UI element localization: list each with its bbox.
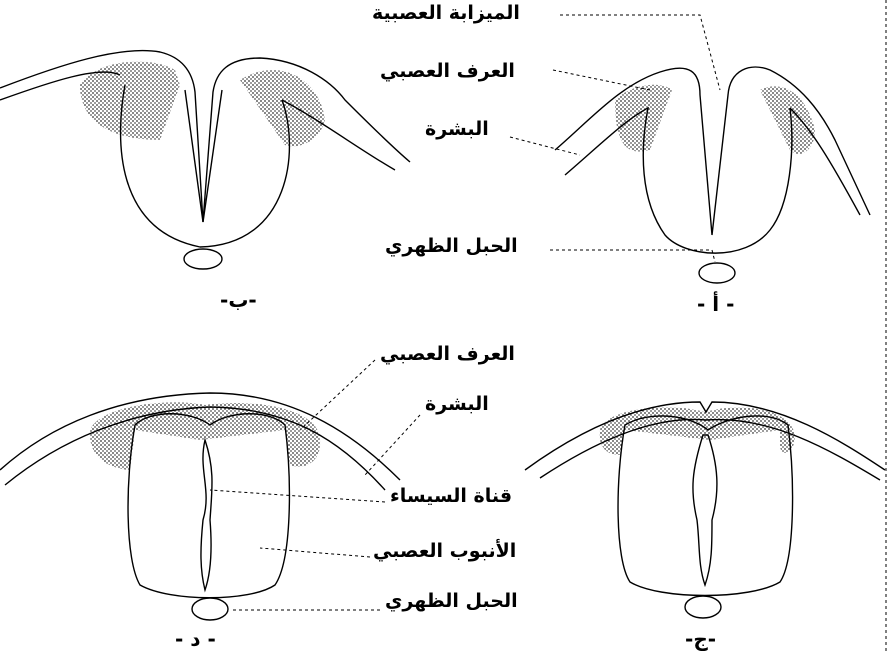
panel-c: [524, 401, 886, 619]
caption-panel-d: - د -: [175, 627, 216, 651]
label-neural-crest: العرف العصبي: [380, 60, 515, 82]
label-epidermis: البشرة: [425, 393, 489, 415]
label-neural-groove: الميزابة العصبية: [372, 2, 520, 24]
central-canal: [200, 437, 213, 593]
notochord: [191, 597, 229, 621]
epidermis-inner: [0, 71, 121, 101]
leader-lines: [209, 14, 721, 611]
label-notochord: الحبل الظهري: [385, 235, 518, 257]
caption-panel-a: - أ -: [697, 292, 735, 316]
label-central-canal: قناة السيساء: [390, 485, 513, 507]
panel-b: [0, 49, 411, 270]
epidermis-outer: [524, 401, 886, 471]
neural-crest-patch: [760, 86, 815, 154]
neural-crest-patch: [80, 61, 180, 140]
epidermis-outer: [0, 49, 411, 223]
epidermis-inner: [539, 418, 881, 481]
notochord: [698, 262, 736, 284]
epidermis-outer: [554, 66, 871, 236]
label-notochord: الحبل الظهري: [385, 590, 518, 612]
panel-a: [554, 66, 871, 284]
neural-tube-outline: [127, 413, 291, 599]
neural-tube-outline: [617, 415, 794, 597]
epidermis-inner: [4, 406, 386, 491]
neural-crest-patch: [89, 402, 321, 470]
neural-crest-patch: [240, 69, 325, 147]
panel-d: [0, 392, 401, 621]
notochord: [183, 248, 223, 270]
neural-canal-closing: [692, 434, 718, 588]
epidermis-outer: [0, 392, 401, 481]
label-epidermis: البشرة: [425, 118, 489, 140]
neural-plate-outline: [119, 84, 291, 248]
label-neural-tube: الأنبوب العصبي: [373, 540, 517, 562]
label-neural-crest: العرف العصبي: [380, 343, 515, 365]
epidermis-inner: [281, 99, 396, 171]
neural-crest-patch: [615, 84, 672, 152]
neural-crest-patch: [599, 407, 795, 455]
caption-panel-b: -ب-: [220, 288, 257, 312]
caption-panel-c: -ج-: [685, 627, 717, 651]
notochord: [684, 595, 722, 619]
neural-plate-outline: [564, 106, 793, 254]
